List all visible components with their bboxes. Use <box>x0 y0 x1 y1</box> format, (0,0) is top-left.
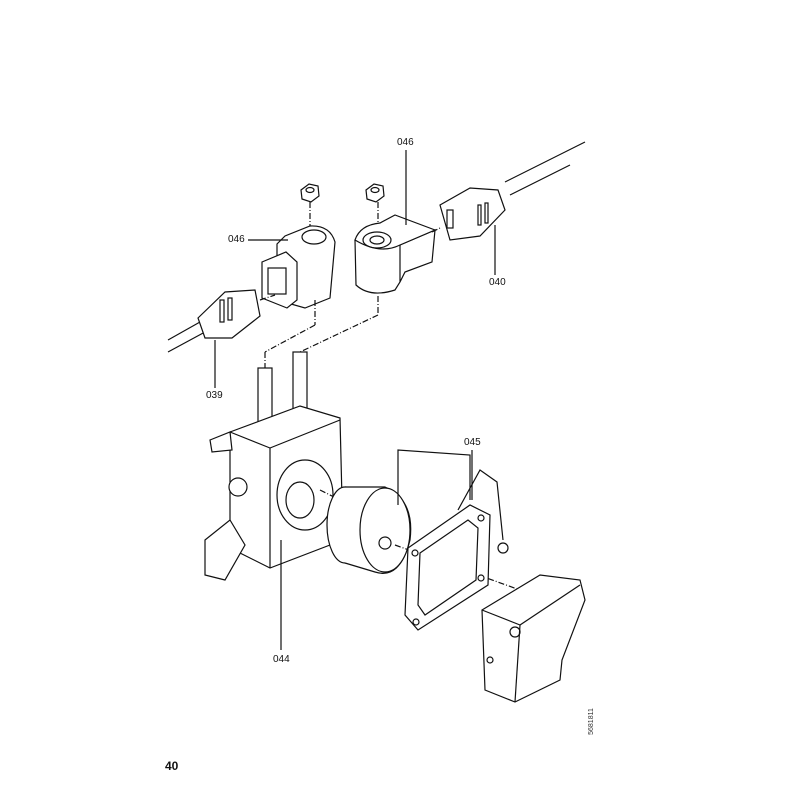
nut-left <box>300 183 320 203</box>
document-id: 5681811 <box>587 708 595 735</box>
washer <box>497 542 509 554</box>
label-coil-right: 046 <box>397 137 414 148</box>
coil-right <box>354 214 437 294</box>
page-number: 40 <box>165 759 179 773</box>
filter-cartridge <box>326 486 412 574</box>
nut-right <box>365 183 385 203</box>
label-gasket: 045 <box>464 437 481 448</box>
gasket <box>404 504 491 631</box>
label-coil-left: 046 <box>228 234 245 245</box>
label-connector-left: 039 <box>206 390 223 401</box>
label-connector-right: 040 <box>489 277 506 288</box>
connector-right <box>431 141 586 241</box>
label-pump: 044 <box>273 654 290 665</box>
actuator-housing <box>481 574 586 703</box>
connector-left <box>167 289 276 353</box>
coil-left <box>261 225 336 309</box>
pump-body <box>204 351 344 581</box>
